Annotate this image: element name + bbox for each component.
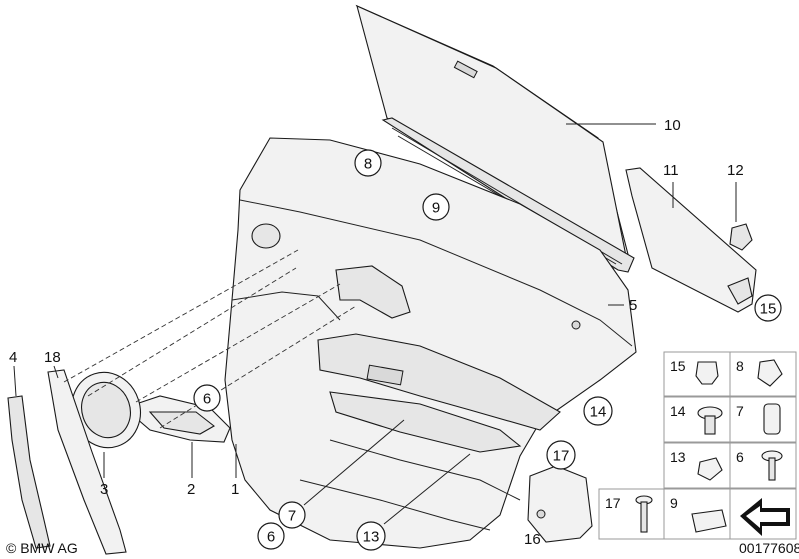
assembly-lines bbox=[63, 249, 357, 429]
cover-strip-part bbox=[7, 395, 51, 549]
callout-7: 7 bbox=[278, 501, 306, 529]
clip-8-shape bbox=[757, 359, 783, 387]
door-trim-panel-part bbox=[224, 137, 637, 549]
callout-18: 18 bbox=[44, 349, 61, 366]
callout-1: 1 bbox=[231, 481, 239, 498]
svg-text:8: 8 bbox=[736, 358, 744, 374]
screw-17-shape bbox=[635, 495, 653, 533]
clip-part bbox=[729, 223, 753, 251]
callout-8: 8 bbox=[354, 149, 382, 177]
leader-lines bbox=[13, 123, 737, 525]
diagram-number: 00177608 bbox=[739, 540, 799, 556]
callout-10: 10 bbox=[664, 117, 681, 134]
svg-text:9: 9 bbox=[432, 200, 440, 217]
svg-text:6: 6 bbox=[267, 529, 275, 546]
svg-text:14: 14 bbox=[590, 404, 607, 421]
svg-text:9: 9 bbox=[670, 495, 678, 511]
callout-13: 13 bbox=[356, 521, 386, 551]
callout-11: 11 bbox=[663, 162, 679, 179]
svg-text:7: 7 bbox=[736, 403, 744, 419]
callout-14: 14 bbox=[583, 396, 613, 426]
clip-14-shape bbox=[697, 406, 723, 435]
svg-text:17: 17 bbox=[553, 448, 570, 465]
trim-strip-part bbox=[625, 167, 757, 313]
clip-15-shape bbox=[695, 361, 719, 385]
svg-text:15: 15 bbox=[760, 301, 777, 318]
fastener-legend: 15 8 14 7 13 6 17 9 bbox=[598, 351, 797, 540]
svg-text:8: 8 bbox=[364, 156, 372, 173]
callout-17: 17 bbox=[546, 440, 576, 470]
callout-6-upper: 6 bbox=[193, 384, 221, 412]
callout-12: 12 bbox=[727, 162, 744, 179]
svg-text:14: 14 bbox=[670, 403, 686, 419]
copyright-label: © BMW AG bbox=[6, 540, 78, 556]
pillar-trim-part bbox=[47, 369, 127, 555]
callout-15-upper: 15 bbox=[754, 294, 782, 322]
svg-text:15: 15 bbox=[670, 358, 686, 374]
arrow-icon bbox=[740, 498, 790, 536]
callout-4: 4 bbox=[9, 349, 17, 366]
svg-text:17: 17 bbox=[605, 495, 621, 511]
svg-text:6: 6 bbox=[203, 391, 211, 408]
clip-9-shape bbox=[691, 509, 727, 533]
svg-text:13: 13 bbox=[363, 529, 380, 546]
svg-text:6: 6 bbox=[736, 449, 744, 465]
speaker-cover-part bbox=[71, 371, 141, 449]
callout-9: 9 bbox=[422, 193, 450, 221]
svg-text:13: 13 bbox=[670, 449, 686, 465]
callout-16: 16 bbox=[524, 531, 541, 548]
callout-5: 5 bbox=[629, 297, 637, 314]
callout-2: 2 bbox=[187, 481, 195, 498]
clip-7-shape bbox=[763, 403, 781, 435]
callout-3: 3 bbox=[100, 481, 108, 498]
svg-text:7: 7 bbox=[288, 508, 296, 525]
screw-6-shape bbox=[761, 450, 783, 481]
clip-13-shape bbox=[697, 457, 723, 481]
callout-6-lower: 6 bbox=[257, 522, 285, 550]
